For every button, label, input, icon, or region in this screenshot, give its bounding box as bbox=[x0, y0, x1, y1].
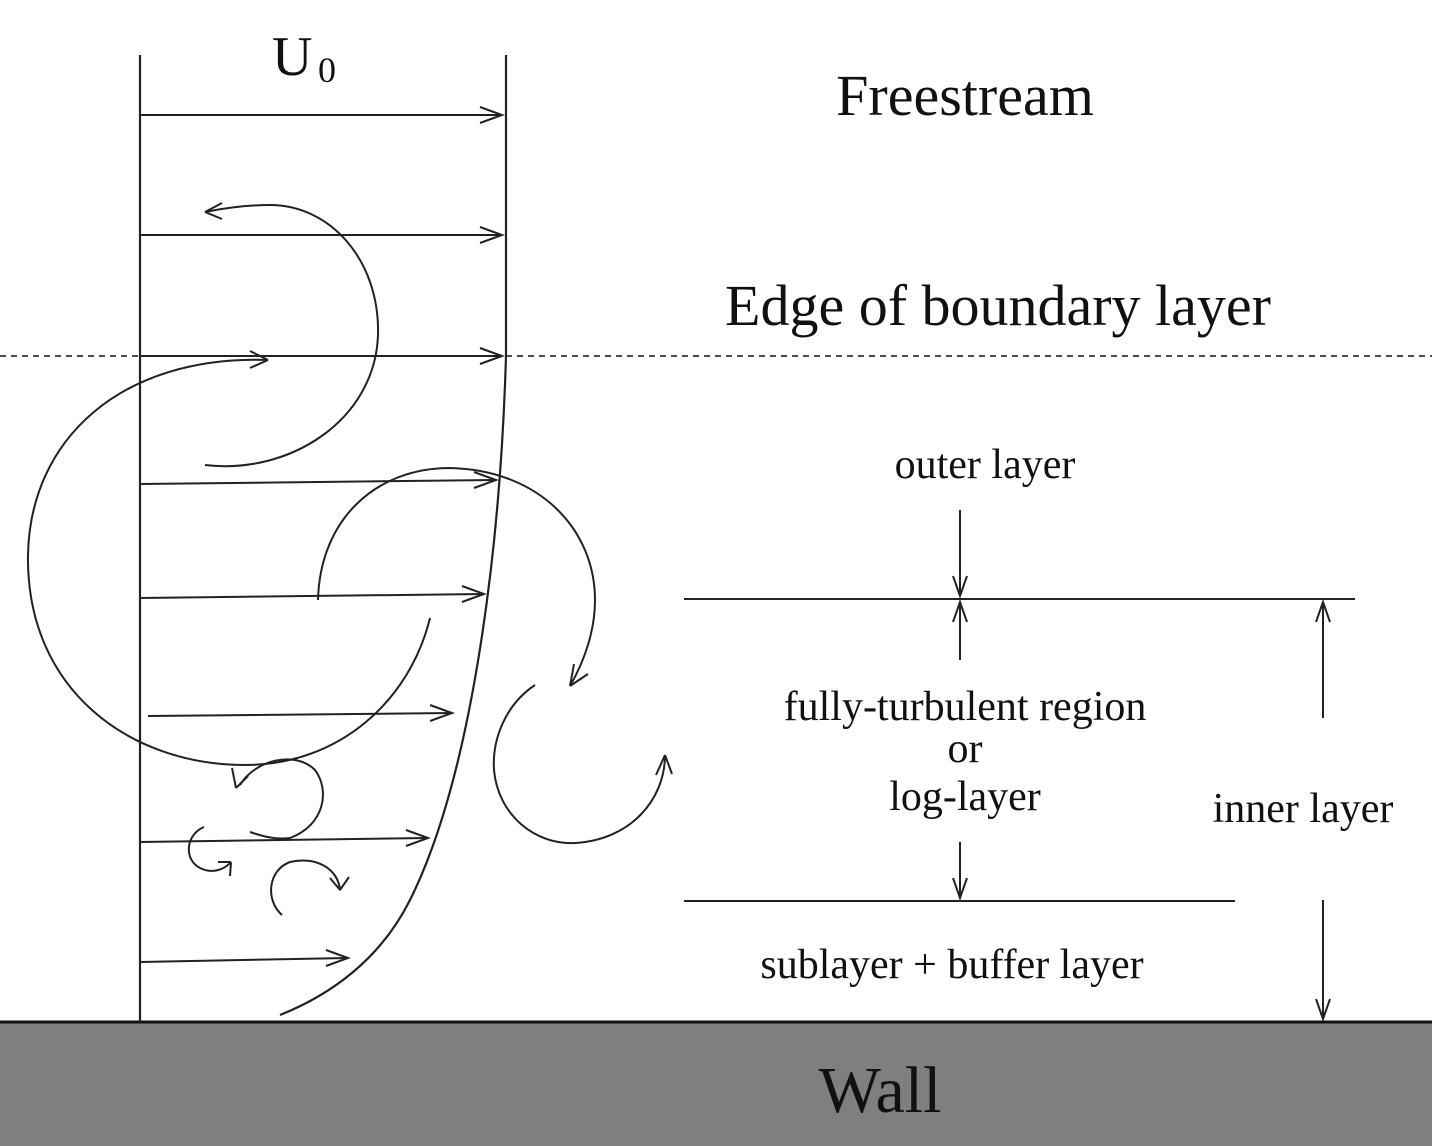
eddy-tiny-left bbox=[187, 826, 232, 872]
arrowhead bbox=[405, 829, 431, 847]
arrowhead bbox=[952, 575, 968, 600]
eddy-arrowhead bbox=[569, 663, 589, 687]
eddy-arrowhead bbox=[218, 861, 232, 877]
arrowhead bbox=[325, 949, 351, 967]
eddy-arrowhead bbox=[655, 754, 673, 776]
boundary-layer-edge-label: Edge of boundary layer bbox=[725, 273, 1271, 338]
or-label: or bbox=[948, 726, 983, 772]
velocity-arrow bbox=[147, 712, 453, 717]
eddy-upper bbox=[204, 203, 380, 468]
eddy-small bbox=[239, 758, 324, 840]
velocity-arrow bbox=[139, 837, 429, 843]
arrowhead bbox=[429, 704, 455, 722]
freestream-velocity-symbol: U bbox=[272, 26, 312, 88]
wall-block bbox=[0, 1022, 1432, 1146]
sublayer-label: sublayer + buffer layer bbox=[760, 942, 1143, 988]
fully-turbulent-label: fully-turbulent region bbox=[784, 684, 1147, 730]
eddy-arrowhead bbox=[231, 767, 249, 789]
arrowhead bbox=[479, 226, 505, 244]
inner-layer-label: inner layer bbox=[1213, 786, 1394, 832]
velocity-profile-curve bbox=[279, 355, 508, 1017]
arrowhead bbox=[1315, 598, 1331, 623]
eddy-middle bbox=[317, 466, 597, 687]
velocity-arrow bbox=[139, 957, 349, 963]
velocity-arrows bbox=[139, 106, 505, 967]
eddy-arrowhead bbox=[249, 350, 269, 369]
wall-label: Wall bbox=[819, 1054, 942, 1127]
arrowhead bbox=[952, 598, 968, 623]
velocity-arrow bbox=[139, 479, 497, 485]
eddy-tiny-right bbox=[270, 859, 341, 916]
eddy-large bbox=[26, 358, 431, 767]
arrowhead bbox=[461, 585, 487, 603]
log-layer-label: log-layer bbox=[889, 774, 1041, 820]
layer-indicator-arrows bbox=[952, 510, 1331, 1023]
eddy-arrowhead bbox=[204, 202, 223, 220]
arrowhead bbox=[479, 106, 505, 124]
eddy-lower-right bbox=[492, 684, 666, 845]
freestream-label: Freestream bbox=[836, 63, 1094, 128]
arrowhead bbox=[479, 347, 505, 365]
freestream-velocity-subscript: 0 bbox=[318, 50, 336, 90]
outer-layer-label: outer layer bbox=[895, 442, 1076, 488]
arrowhead bbox=[473, 471, 499, 489]
arrowhead bbox=[952, 877, 968, 902]
turbulent-eddies bbox=[26, 202, 673, 916]
eddy-arrowhead bbox=[329, 876, 350, 891]
velocity-arrow bbox=[139, 593, 485, 599]
arrowhead bbox=[1315, 998, 1331, 1023]
